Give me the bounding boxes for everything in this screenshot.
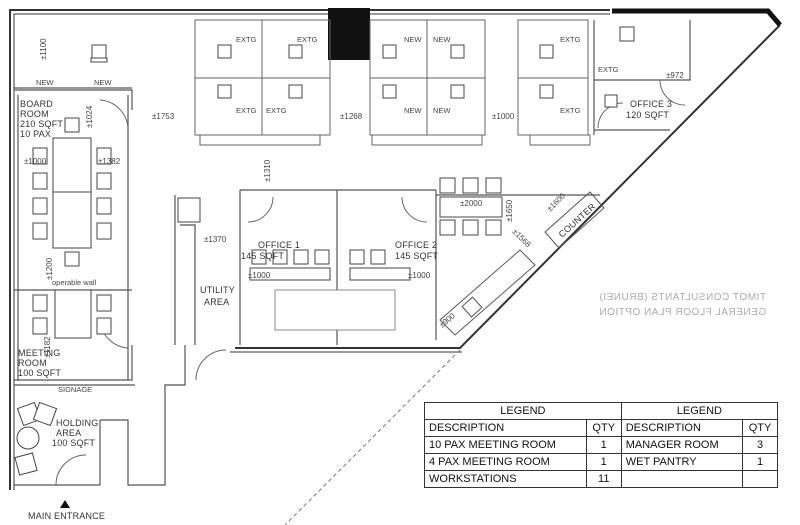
dim-label: ±1200 <box>45 257 54 280</box>
legend-header-row: DESCRIPTION QTY DESCRIPTION QTY <box>424 419 778 437</box>
signage-label: SIGNAGE <box>58 385 92 394</box>
office2-label-2: 145 SQFT <box>395 251 438 261</box>
desk-label-extg: EXTG <box>236 106 257 115</box>
meeting-room-label-2: ROOM <box>18 358 47 368</box>
mirrored-line: GENERAL FLOOR PLAN OPTION <box>598 307 767 318</box>
office3-label-2: 120 SQFT <box>626 110 669 120</box>
dim-label: ±1650 <box>505 199 514 222</box>
desk-label-extg: EXTG <box>297 35 318 44</box>
legend-empty-cell <box>620 470 744 488</box>
dim-label: ±1370 <box>204 235 227 244</box>
legend-table: LEGEND LEGEND DESCRIPTION QTY DESCRIPTIO… <box>424 402 779 488</box>
board-room-label-4: 10 PAX <box>20 129 51 139</box>
meeting-room-label-3: 100 SQFT <box>18 368 61 378</box>
interior-walls <box>14 20 691 486</box>
legend-description: WET PANTRY <box>620 453 744 471</box>
dim-label: ±1182 <box>43 336 52 358</box>
dim-label: ±972 <box>666 71 684 80</box>
legend-row: 10 PAX MEETING ROOM 1 MANAGER ROOM 3 <box>424 436 778 454</box>
dim-label: ±1600 <box>545 191 567 213</box>
legend-col-qty: QTY <box>742 419 778 437</box>
holding-area-label-1: HOLDING <box>56 418 98 428</box>
dim-label: ±1268 <box>340 112 363 121</box>
dashed-reference-line <box>284 349 461 525</box>
desk-label-extg: EXTG <box>598 65 619 74</box>
legend-qty: 1 <box>585 436 622 454</box>
legend-col-description: DESCRIPTION <box>424 419 587 437</box>
dim-label: ±1000 <box>248 271 271 280</box>
dim-label: ±1753 <box>152 112 175 121</box>
desk-label-extg: EXTG <box>560 35 581 44</box>
desk-label-new: NEW <box>404 106 422 115</box>
operable-wall-label: operable wall <box>52 278 97 287</box>
legend-title: LEGEND <box>424 402 622 420</box>
dim-label: ±1382 <box>98 157 121 166</box>
dim-label: ±1000 <box>24 157 47 166</box>
dim-label: ±2000 <box>460 199 483 208</box>
legend-qty: 3 <box>742 436 778 454</box>
workstation-clusters <box>194 19 591 146</box>
office3-label-1: OFFICE 3 <box>630 99 672 109</box>
dim-label: ±1568 <box>511 227 533 249</box>
legend-description: WORKSTATIONS <box>424 470 587 488</box>
legend-description: 10 PAX MEETING ROOM <box>424 436 587 454</box>
holding-area-label-2: AREA <box>56 428 81 438</box>
holding-area-label-3: 100 SQFT <box>52 438 95 448</box>
legend-qty: 11 <box>585 470 622 488</box>
tables <box>52 137 503 339</box>
meeting-room-label-1: MEETING <box>18 348 60 358</box>
legend-row: WORKSTATIONS 11 <box>424 470 778 488</box>
chairs <box>32 26 635 335</box>
column <box>328 8 370 60</box>
pantry-counter <box>439 191 605 336</box>
office2-label-1: OFFICE 2 <box>395 240 437 250</box>
dim-label: ±1000 <box>408 271 431 280</box>
legend-col-qty: QTY <box>585 419 622 437</box>
desk-label-new: NEW <box>404 35 422 44</box>
desk-label-new: NEW <box>94 78 112 87</box>
legend-row: 4 PAX MEETING ROOM 1 WET PANTRY 1 <box>424 453 778 471</box>
legend-empty-cell <box>742 470 778 488</box>
dim-label: ±1024 <box>85 105 94 128</box>
office1-label-2: 145 SQFT <box>241 251 284 261</box>
office1-label-1: OFFICE 1 <box>258 240 300 250</box>
angled-wall-top <box>612 8 782 27</box>
desk-label-new: NEW <box>36 78 54 87</box>
board-room-label-3: 210 SQFT <box>20 119 63 129</box>
legend-qty: 1 <box>742 453 778 471</box>
outer-walls <box>9 9 781 490</box>
legend-title: LEGEND <box>620 402 779 420</box>
dim-label: ±1100 <box>39 38 48 60</box>
utility-label-2: AREA <box>204 297 229 307</box>
desk-label-new: NEW <box>433 106 451 115</box>
counter-label: COUNTER <box>557 201 598 239</box>
dim-label: ±1000 <box>492 112 515 121</box>
desk-label-extg: EXTG <box>560 106 581 115</box>
entrance-arrow-icon <box>60 500 70 508</box>
holding-furniture <box>14 401 58 476</box>
mirrored-line: TIMOT CONSULTANTS (BRUNEI) <box>599 292 766 303</box>
legend-description: 4 PAX MEETING ROOM <box>424 453 587 471</box>
legend-description: MANAGER ROOM <box>620 436 744 454</box>
utility-label-1: UTILITY <box>200 285 235 295</box>
legend-qty: 1 <box>585 453 622 471</box>
mirrored-title-block: TIMOT CONSULTANTS (BRUNEI) GENERAL FLOOR… <box>570 290 795 320</box>
board-room-label-1: BOARD <box>20 99 53 109</box>
legend-col-description: DESCRIPTION <box>620 419 744 437</box>
board-room-label-2: ROOM <box>20 109 49 119</box>
desk-label-new: NEW <box>433 35 451 44</box>
desk-labels: NEW NEW EXTG EXTG EXTG EXTG NEW NEW NEW … <box>36 35 619 115</box>
dim-label: ±1310 <box>263 159 272 182</box>
desk-label-extg: EXTG <box>266 106 287 115</box>
desk-label-extg: EXTG <box>236 35 257 44</box>
main-entrance-label: MAIN ENTRANCE <box>28 511 105 521</box>
legend-title-row: LEGEND LEGEND <box>424 402 779 420</box>
